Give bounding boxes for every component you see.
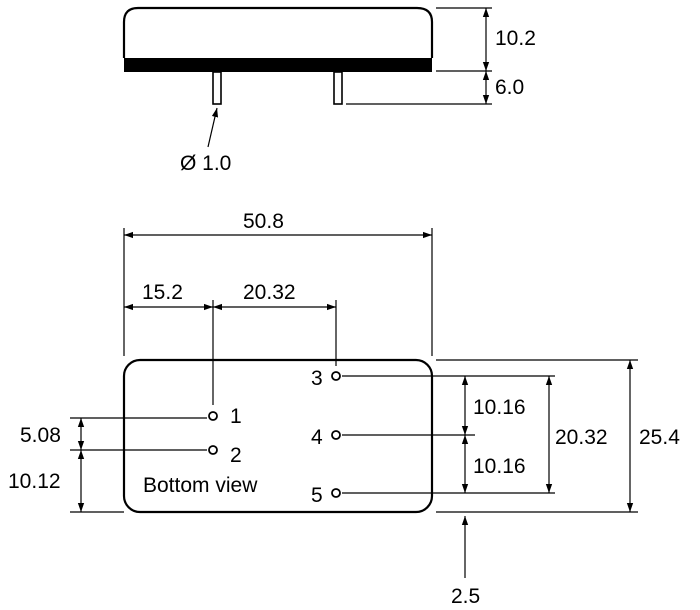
left-pin-spacing-label: 5.08 bbox=[20, 424, 61, 447]
pin-1-label: 1 bbox=[230, 405, 242, 428]
pin-2-hole bbox=[208, 445, 218, 455]
pin-4-hole bbox=[331, 430, 341, 440]
bottom-view: 50.8 15.2 20.32 1 2 5.08 10.12 Bottom vi… bbox=[8, 210, 680, 608]
pin-3-label: 3 bbox=[311, 367, 323, 390]
bottom-view-caption: Bottom view bbox=[143, 474, 258, 497]
case-body bbox=[122, 6, 434, 58]
bottom-offset-label: 2.5 bbox=[451, 585, 480, 608]
right-span-label: 20.32 bbox=[555, 426, 608, 449]
pin-length-label: 6.0 bbox=[495, 76, 524, 99]
pin-spacing-x-label: 20.32 bbox=[243, 281, 296, 304]
left-pin-base-label: 10.12 bbox=[8, 470, 61, 493]
pin-1-hole bbox=[208, 411, 218, 421]
right-spacing-upper-label: 10.16 bbox=[473, 396, 526, 419]
side-pin-left bbox=[212, 71, 222, 105]
width-label: 50.8 bbox=[243, 210, 284, 233]
pin-diameter-label: Ø 1.0 bbox=[180, 152, 231, 175]
right-spacing-lower-label: 10.16 bbox=[473, 455, 526, 478]
height-label: 10.2 bbox=[495, 27, 536, 50]
pin-5-hole bbox=[331, 488, 341, 498]
pin-3-hole bbox=[331, 371, 341, 381]
side-view: 10.2 6.0 Ø 1.0 bbox=[122, 6, 536, 175]
bottom-outline bbox=[122, 358, 434, 514]
total-height-label: 25.4 bbox=[639, 426, 680, 449]
pin-4-label: 4 bbox=[311, 426, 323, 449]
pin-5-label: 5 bbox=[311, 484, 323, 507]
pin-2-label: 2 bbox=[230, 444, 242, 467]
side-pin-right bbox=[333, 71, 343, 105]
base-plate bbox=[124, 58, 432, 72]
pin1-offset-label: 15.2 bbox=[142, 281, 183, 304]
pin-diameter-leader bbox=[207, 107, 219, 148]
